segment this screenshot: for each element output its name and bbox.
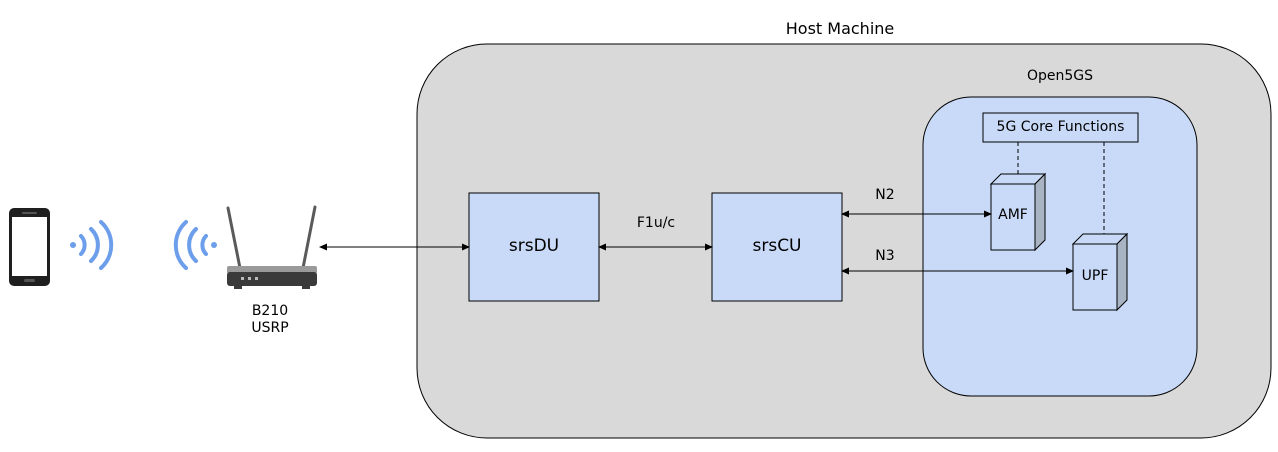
srsdu-box [468, 192, 600, 302]
core-functions-label: 5G Core Functions [996, 119, 1125, 135]
f1-link-label: F1u/c [636, 215, 676, 231]
srsdu-label: srsDU [508, 236, 560, 256]
upf-label: UPF [1081, 268, 1109, 284]
wireless-router-icon [226, 205, 317, 289]
smartphone-icon [9, 208, 50, 286]
upf-cube [1071, 232, 1129, 312]
amf-label: AMF [998, 207, 1028, 223]
open5gs-title: Open5GS [1026, 68, 1094, 84]
core-functions-box [982, 112, 1139, 143]
radio-label-line2: USRP [251, 320, 289, 336]
n3-link-label: N3 [875, 248, 895, 264]
radio-label-line1: B210 [251, 303, 289, 319]
srscu-label: srsCU [752, 236, 802, 256]
router-wifi-waves-icon [173, 220, 217, 270]
n2-link-label: N2 [875, 187, 895, 203]
open5gs-box [922, 96, 1198, 397]
amf-cube [989, 172, 1047, 252]
host-machine-title: Host Machine [785, 19, 895, 38]
phone-wifi-waves-icon [70, 220, 114, 270]
srscu-box [711, 192, 843, 302]
